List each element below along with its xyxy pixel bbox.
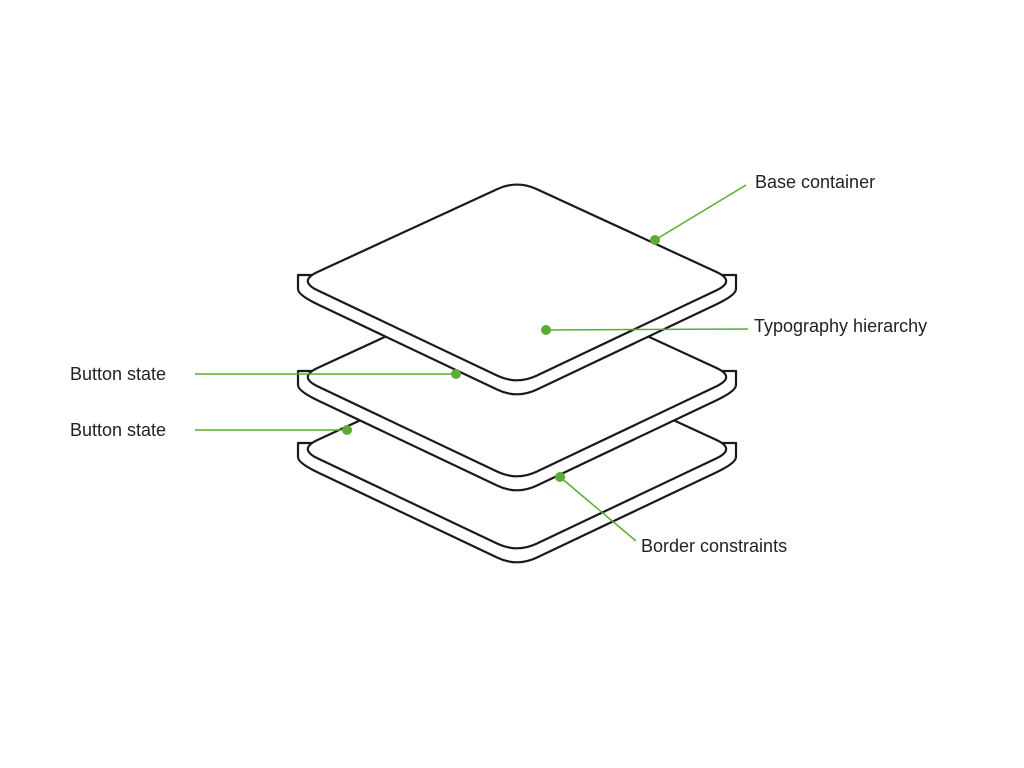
annotation-button-state-1: Button state [70, 364, 461, 384]
layer-plates [296, 183, 738, 564]
anchor-dot [555, 472, 565, 482]
anchor-dot [650, 235, 660, 245]
label-button-state-1: Button state [70, 364, 166, 384]
annotation-base-container: Base container [650, 172, 875, 245]
anchor-dot [541, 325, 551, 335]
leader-line [654, 184, 747, 241]
annotation-button-state-2: Button state [70, 420, 352, 440]
label-typography-hierarchy: Typography hierarchy [754, 316, 927, 336]
plate-top-face [306, 183, 728, 382]
leader-line [559, 476, 637, 542]
leader-line [545, 328, 749, 331]
annotations: Base container Typography hierarchy Butt… [70, 172, 927, 556]
label-base-container: Base container [755, 172, 875, 192]
label-border-constraints: Border constraints [641, 536, 787, 556]
plate-top [296, 183, 738, 396]
label-button-state-2: Button state [70, 420, 166, 440]
annotation-border-constraints: Border constraints [555, 472, 787, 556]
annotation-typography-hierarchy: Typography hierarchy [541, 316, 927, 336]
anchor-dot [342, 425, 352, 435]
anchor-dot [451, 369, 461, 379]
